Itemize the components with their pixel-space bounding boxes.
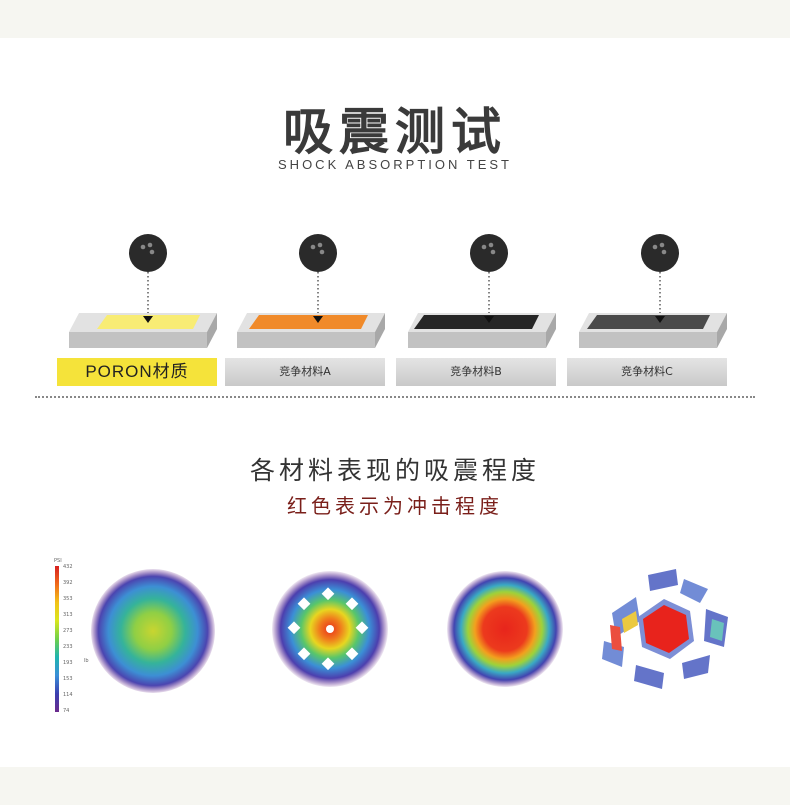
- scale-tick: 193: [63, 660, 73, 666]
- scale-tick: 74: [63, 708, 70, 714]
- platform-front: [237, 332, 375, 348]
- scale-tick: 432: [63, 564, 73, 570]
- section-title: 各材料表现的吸震程度: [249, 456, 540, 485]
- pressure-map-b: [433, 555, 573, 705]
- bowling-ball-icon: [299, 234, 337, 272]
- test-illustration: [237, 234, 385, 348]
- scale-tick: 313: [63, 612, 73, 618]
- test-column-a: 竞争材料A: [225, 228, 385, 388]
- arrow-down-icon: [484, 316, 494, 323]
- scale-tick: 114: [63, 692, 73, 698]
- pressure-map-c: [592, 555, 732, 705]
- pressure-map-graphic: [91, 569, 215, 693]
- dotted-divider: [35, 396, 755, 398]
- platform-front: [579, 332, 717, 348]
- platform-side: [717, 313, 727, 348]
- platform-side: [375, 313, 385, 348]
- pressure-map-a: [262, 555, 402, 705]
- material-label: PORON材质: [57, 358, 217, 386]
- scale-tick: 392: [63, 580, 73, 586]
- material-pad: [249, 315, 368, 329]
- bowling-ball-icon: [129, 234, 167, 272]
- page-title: 吸震测试: [283, 103, 507, 161]
- arrow-down-icon: [313, 316, 323, 323]
- platform-front: [408, 332, 546, 348]
- scale-tick: 273: [63, 628, 73, 634]
- section-subtitle: 红色表示为冲击程度: [287, 494, 503, 518]
- arrow-down-icon: [655, 316, 665, 323]
- material-pad: [587, 315, 710, 329]
- material-label: 竞争材料B: [396, 358, 556, 386]
- pressure-map-graphic: [602, 569, 728, 689]
- pressure-map-graphic: [447, 571, 563, 687]
- test-illustration: [408, 234, 556, 348]
- scale-tick: 153: [63, 676, 73, 682]
- platform-front: [69, 332, 207, 348]
- scale-color-bar: [55, 566, 59, 712]
- platform-side: [546, 313, 556, 348]
- pressure-map-graphic: [272, 571, 388, 687]
- scale-unit: lb: [84, 658, 89, 664]
- arrow-down-icon: [143, 316, 153, 323]
- top-band: [0, 0, 790, 38]
- pressure-map-poron: [83, 555, 223, 705]
- material-pad: [414, 315, 539, 329]
- pressure-scale-legend: PSI 432 392 353 313 273 233 193 153 114 …: [46, 558, 96, 718]
- bowling-ball-icon: [470, 234, 508, 272]
- scale-tick: 353: [63, 596, 73, 602]
- test-column-c: 竞争材料C: [567, 228, 727, 388]
- platform-side: [207, 313, 217, 348]
- test-column-b: 竞争材料B: [396, 228, 556, 388]
- scale-title: PSI: [54, 558, 62, 564]
- scale-tick: 233: [63, 644, 73, 650]
- bowling-ball-icon: [641, 234, 679, 272]
- test-illustration: [69, 234, 217, 348]
- material-label: 竞争材料A: [225, 358, 385, 386]
- material-label: 竞争材料C: [567, 358, 727, 386]
- test-column-poron: PORON材质: [57, 228, 217, 388]
- page-subtitle: SHOCK ABSORPTION TEST: [278, 157, 512, 172]
- test-illustration: [579, 234, 727, 348]
- bottom-band: [0, 767, 790, 805]
